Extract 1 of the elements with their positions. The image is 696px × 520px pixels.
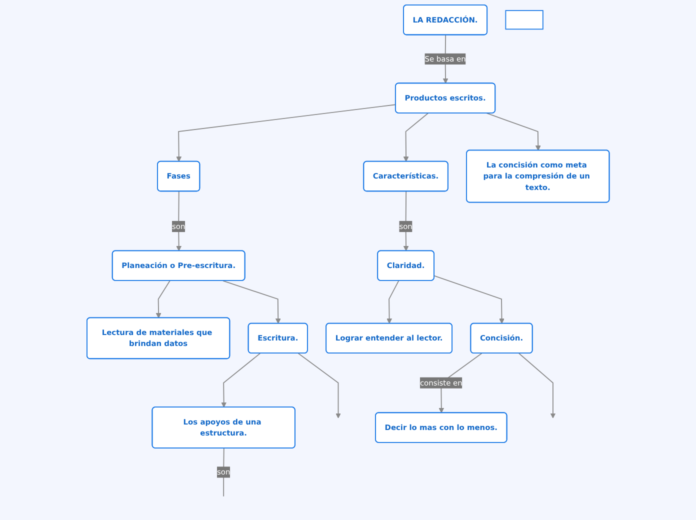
empty-box [505, 10, 544, 30]
